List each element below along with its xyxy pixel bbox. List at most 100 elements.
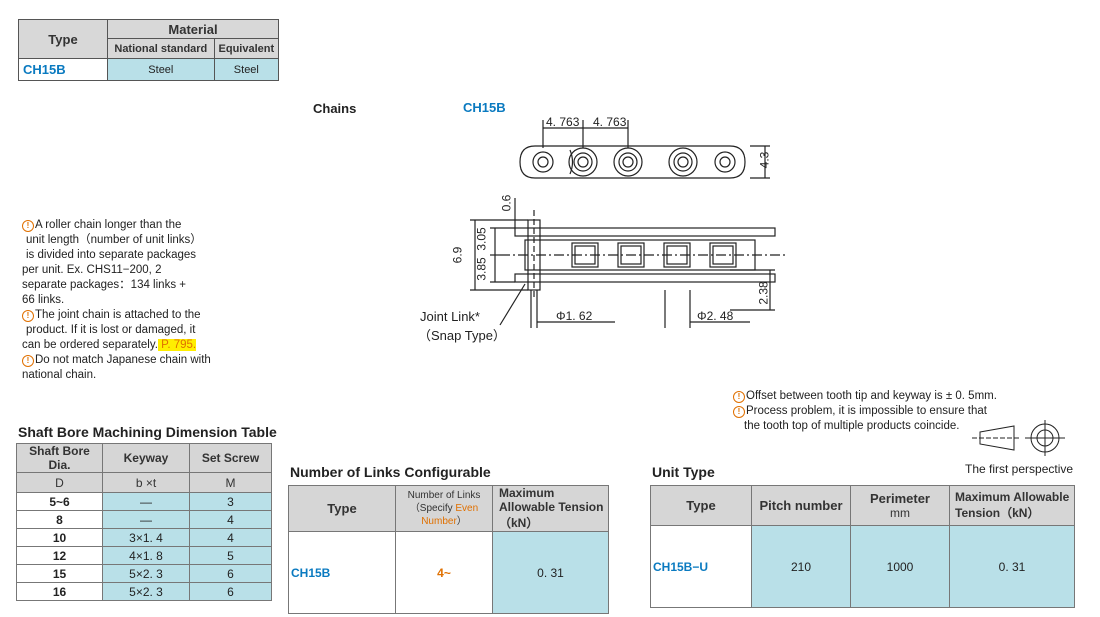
note-1-line-2: unit length（number of unit links） [26,234,202,246]
dim-69: 6.9 [450,246,465,264]
note-warning-icon: ! [22,220,34,232]
right-note-3: the tooth top of multiple products coinc… [744,420,960,432]
table-row: 5~6—3 [16,492,272,511]
first-perspective-icon [972,420,1065,456]
shaft-m: 6 [189,564,272,583]
unit-row-type: CH15B−U [650,525,752,608]
shaft-h3b: M [189,472,272,493]
links-h-number-even: Even Number [421,503,479,527]
note-3: !Do not match Japanese chain with [22,353,222,368]
page-link[interactable]: P. 795. [157,339,197,351]
shaft-h1a: Shaft Bore Dia. [16,443,103,473]
links-h-number-line1: Number of Links [407,490,481,501]
shaft-table-title: Shaft Bore Machining Dimension Table [18,424,277,440]
links-h-number-specify: （Specify [409,503,456,514]
right-notes: !Offset between tooth tip and keyway is … [733,389,1033,434]
model-label: CH15B [463,100,506,115]
note-1-line-5: separate packages：134 links + [22,279,186,291]
shaft-kw: — [102,510,190,529]
shaft-kw: 5×2. 3 [102,564,190,583]
links-table-title: Number of Links Configurable [290,464,491,480]
note-2-line-3: can be ordered separately. P. 795. [22,338,222,353]
unit-row-pitch: 210 [751,525,851,608]
material-header-type: Type [18,19,108,59]
dim-305: 3.05 [474,227,489,251]
shaft-m: 6 [189,582,272,601]
shaft-d: 15 [16,564,103,583]
table-row: CH15B−U 210 1000 0. 31 [650,525,1075,608]
links-row-number: 4~ [395,531,493,614]
shaft-kw: 3×1. 4 [102,528,190,547]
shaft-d: 10 [16,528,103,547]
shaft-d: 8 [16,510,103,529]
notes-block: !A roller chain longer than the unit len… [22,218,222,383]
shaft-d: 5~6 [16,492,103,511]
note-2-line-2: product. If it is lost or damaged, it [26,324,196,336]
dim-pitch-1: 4. 763 [546,115,580,129]
right-note-1: !Offset between tooth tip and keyway is … [733,389,1033,404]
dim-238: 2.38 [756,281,771,305]
unit-h-type: Type [650,485,752,526]
shaft-m: 3 [189,492,272,511]
dim-height: 4.3 [757,151,772,169]
shaft-m: 4 [189,510,272,529]
links-h-number-close: ） [456,516,467,527]
perspective-label: The first perspective [965,462,1074,476]
unit-h-pitch: Pitch number [751,485,851,526]
material-row-type: CH15B [18,58,108,81]
note-3-line-1: Do not match Japanese chain with [35,354,211,366]
unit-h-perimeter-line2: mm [890,505,910,520]
unit-h-perimeter-line1: Perimeter [870,490,930,506]
links-table: Type Number of Links （Specify Even Numbe… [288,485,609,614]
note-2-line-3-text: can be ordered separately. [22,339,158,351]
shaft-kw: 5×2. 3 [102,582,190,601]
material-table: Type Material National standard Equivale… [18,19,280,81]
note-warning-icon: ! [22,310,34,322]
shaft-kw: — [102,492,190,511]
dim-pitch-2: 4. 763 [593,115,627,129]
note-warning-icon: ! [733,391,745,403]
links-h-type: Type [288,485,396,532]
links-h-number: Number of Links （Specify Even Number） [395,485,493,532]
note-warning-icon: ! [22,355,34,367]
links-h-tension: Maximum Allowable Tension（kN） [492,485,609,532]
material-row-equivalent: Steel [213,58,280,81]
note-1: !A roller chain longer than the [22,218,222,233]
unit-h-perimeter: Perimeter mm [850,485,950,526]
unit-table-title: Unit Type [652,464,715,480]
note-1-line-1: A roller chain longer than the [35,219,182,231]
note-3-line-2: national chain. [22,369,97,381]
shaft-d: 12 [16,546,103,565]
joint-label-2: （Snap Type） [418,328,506,343]
shaft-h2b: b ×t [102,472,190,493]
shaft-table: Shaft Bore Dia. Keyway Set Screw D b ×t … [16,443,272,601]
joint-label-1: Joint Link* [420,309,480,324]
right-note-2: !Process problem, it is impossible to en… [733,404,1033,419]
shaft-h1b: D [16,472,103,493]
table-row: CH15B 4~ 0. 31 [288,531,609,614]
unit-row-tension: 0. 31 [949,525,1075,608]
right-note-2-text: Process problem, it is impossible to ens… [746,405,987,417]
material-col-national: National standard [107,38,215,59]
chain-drawing [470,120,785,328]
links-row-tension: 0. 31 [492,531,609,614]
material-row-national: Steel [107,58,215,81]
shaft-m: 5 [189,546,272,565]
material-col-equivalent: Equivalent [213,38,280,59]
note-warning-icon: ! [733,406,745,418]
dim-385: 3.85 [474,257,489,281]
dim-phi2: Φ2. 48 [697,309,734,323]
note-1-line-4: per unit. Ex. CHS11−200, 2 [22,264,162,276]
shaft-h2a: Keyway [102,443,190,473]
right-note-1-text: Offset between tooth tip and keyway is ±… [746,390,997,402]
shaft-h3a: Set Screw [189,443,272,473]
note-2-line-1: The joint chain is attached to the [35,309,201,321]
shaft-kw: 4×1. 8 [102,546,190,565]
unit-row-perimeter: 1000 [850,525,950,608]
chains-label: Chains [313,101,357,116]
note-1-line-3: is divided into separate packages [26,249,197,261]
material-header-material: Material [107,19,279,39]
